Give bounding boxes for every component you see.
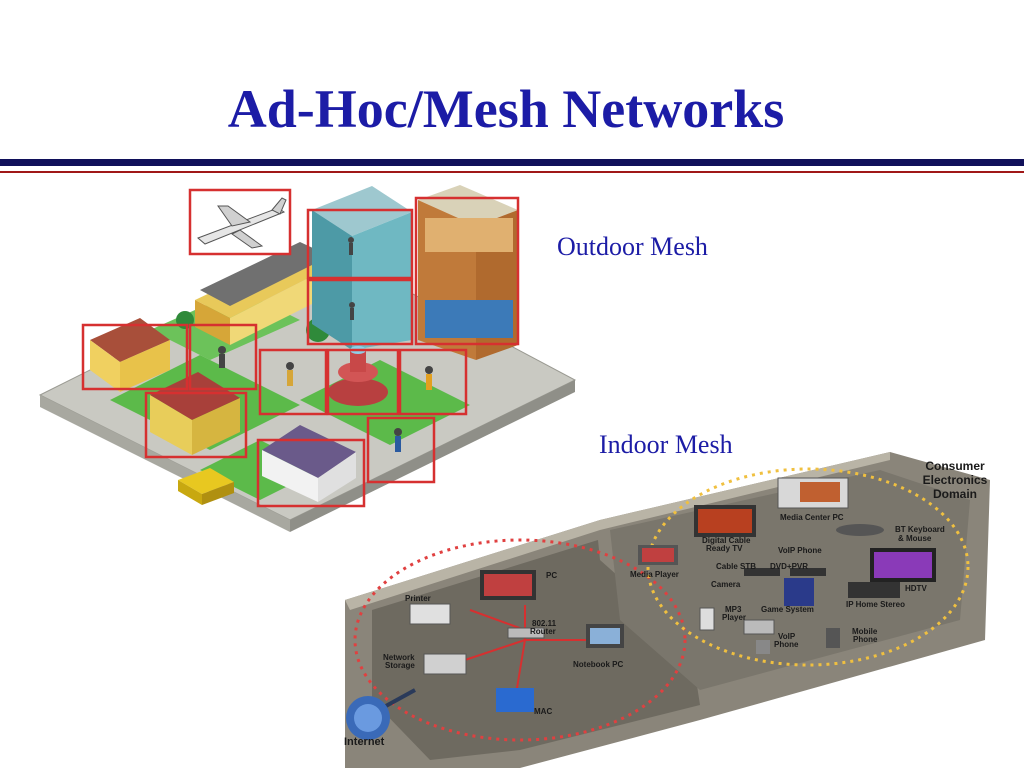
label-digital-cable-1: Digital Cable bbox=[702, 536, 751, 545]
label-voip-phone-2b: Phone bbox=[774, 640, 799, 649]
label-network-storage-2: Storage bbox=[385, 661, 415, 670]
label-pc: PC bbox=[546, 571, 557, 580]
label-mobile-phone-1: Mobile bbox=[852, 627, 878, 636]
label-router-2: Router bbox=[530, 627, 556, 636]
label-internet: Internet bbox=[344, 736, 385, 748]
domain-title-line1: Consumer bbox=[925, 459, 985, 473]
label-mobile-phone-2: Phone bbox=[853, 635, 878, 644]
indoor-mesh-illustration: Consumer Electronics Domain Media Center… bbox=[344, 452, 990, 768]
label-mp3-player-1: MP3 bbox=[725, 605, 742, 614]
label-mac: MAC bbox=[534, 707, 552, 716]
label-camera: Camera bbox=[711, 580, 741, 589]
label-hdtv: HDTV bbox=[905, 584, 927, 593]
label-notebook-pc: Notebook PC bbox=[573, 660, 623, 669]
label-router-1: 802.11 bbox=[532, 619, 557, 628]
label-digital-cable-2: Ready TV bbox=[706, 544, 743, 553]
label-dvd-pvr: DVD+PVR bbox=[770, 562, 808, 571]
label-mp3-player-2: Player bbox=[722, 613, 746, 622]
label-voip-phone-1: VoIP Phone bbox=[778, 546, 822, 555]
label-bt-keyboard-1: BT Keyboard bbox=[895, 525, 945, 534]
label-game-system: Game System bbox=[761, 605, 814, 614]
label-network-storage-1: Network bbox=[383, 653, 415, 662]
domain-title-line2: Electronics bbox=[923, 473, 988, 487]
slide-title: Ad-Hoc/Mesh Networks bbox=[227, 79, 785, 139]
label-media-center-pc: Media Center PC bbox=[780, 513, 844, 522]
domain-title-line3: Domain bbox=[933, 487, 977, 501]
label-bt-keyboard-2: & Mouse bbox=[898, 534, 932, 543]
label-media-player: Media Player bbox=[630, 570, 679, 579]
indoor-mesh-label: Indoor Mesh bbox=[599, 430, 733, 459]
outdoor-mesh-label: Outdoor Mesh bbox=[557, 232, 708, 261]
title-divider-thick bbox=[0, 159, 1024, 166]
label-printer: Printer bbox=[405, 594, 431, 603]
label-voip-phone-2a: VoIP bbox=[778, 632, 796, 641]
label-cable-stb: Cable STB bbox=[716, 562, 756, 571]
title-divider-thin bbox=[0, 171, 1024, 173]
outdoor-mesh-illustration bbox=[38, 185, 577, 532]
label-ip-home-stereo: IP Home Stereo bbox=[846, 600, 905, 609]
